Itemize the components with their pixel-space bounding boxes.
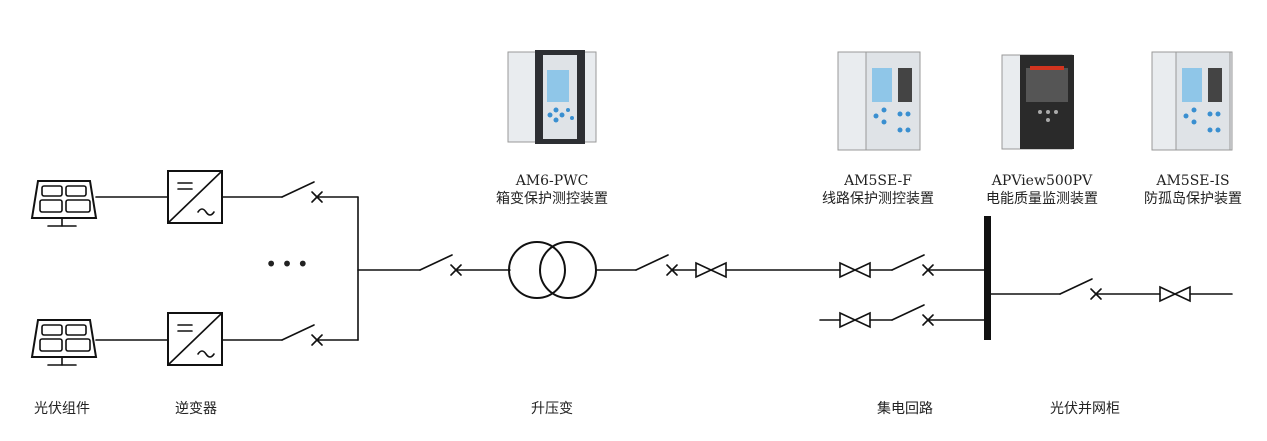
busbar: [984, 216, 991, 340]
device-am5se-is-image: [1151, 51, 1233, 151]
label-inverter: 逆变器: [175, 401, 217, 417]
device-name: 防孤岛保护装置: [1144, 191, 1242, 207]
device-model: AM6-PWC: [515, 173, 589, 189]
device-model: AM5SE-IS: [1156, 173, 1230, 189]
ellipsis: •••: [265, 252, 313, 276]
label-transformer: 升压变: [531, 401, 573, 417]
device-am5se-f-title: AM5SE-F 线路保护测控装置: [822, 172, 934, 208]
label-collector: 集电回路: [877, 401, 933, 417]
pv-module-icon: [30, 180, 98, 227]
label-grid-cabinet: 光伏并网柜: [1050, 401, 1120, 417]
label-pv-module: 光伏组件: [34, 401, 90, 417]
pv-module-icon: [30, 319, 98, 366]
device-name: 箱变保护测控装置: [496, 191, 608, 207]
device-am6-pwc-title: AM6-PWC 箱变保护测控装置: [496, 172, 608, 208]
device-apview500pv-image: [1001, 54, 1074, 150]
device-am5se-f-image: [837, 51, 921, 151]
device-am5se-is-title: AM5SE-IS 防孤岛保护装置: [1144, 172, 1242, 208]
device-model: AM5SE-F: [844, 173, 912, 189]
device-name: 线路保护测控装置: [822, 191, 934, 207]
inverter-icon: [167, 312, 223, 366]
device-name: 电能质量监测装置: [986, 191, 1098, 207]
device-model: APView500PV: [991, 173, 1093, 189]
device-am6-pwc-image: [507, 50, 597, 144]
inverter-icon: [167, 170, 223, 224]
device-apview500pv-title: APView500PV 电能质量监测装置: [986, 172, 1098, 208]
transformer-icon: [508, 241, 597, 299]
